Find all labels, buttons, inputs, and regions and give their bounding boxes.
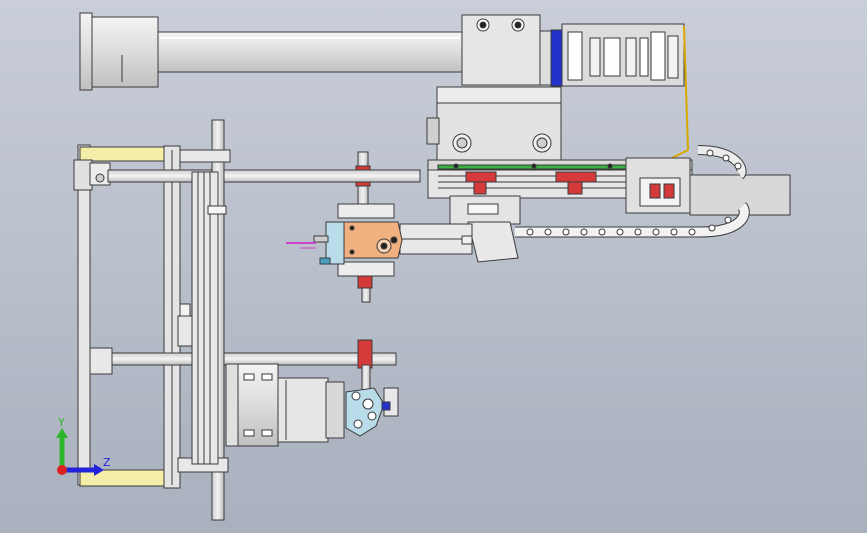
y-axis-label: Y [57, 416, 65, 429]
servo-motor [225, 363, 345, 447]
rail-end-block [625, 157, 791, 216]
triad-origin [57, 465, 67, 475]
lower-cable-chain [515, 145, 750, 238]
top-air-cylinder [79, 12, 563, 91]
aluminum-extrusion [177, 171, 227, 465]
lower-guide-rod [107, 352, 397, 366]
y-axis-head [56, 428, 68, 438]
rod-clamp-bottom [357, 339, 373, 369]
upper-guide-rod [107, 169, 421, 183]
z-axis-head [94, 464, 104, 476]
coordinate-triad: Y Z [56, 416, 111, 476]
z-axis-label: Z [103, 456, 111, 469]
top-cable-chain [561, 23, 689, 161]
rotary-head [345, 387, 399, 437]
carriage-block [426, 86, 562, 166]
gripper-mount [399, 195, 521, 263]
left-frame [73, 144, 181, 489]
pneumatic-gripper [286, 203, 403, 289]
